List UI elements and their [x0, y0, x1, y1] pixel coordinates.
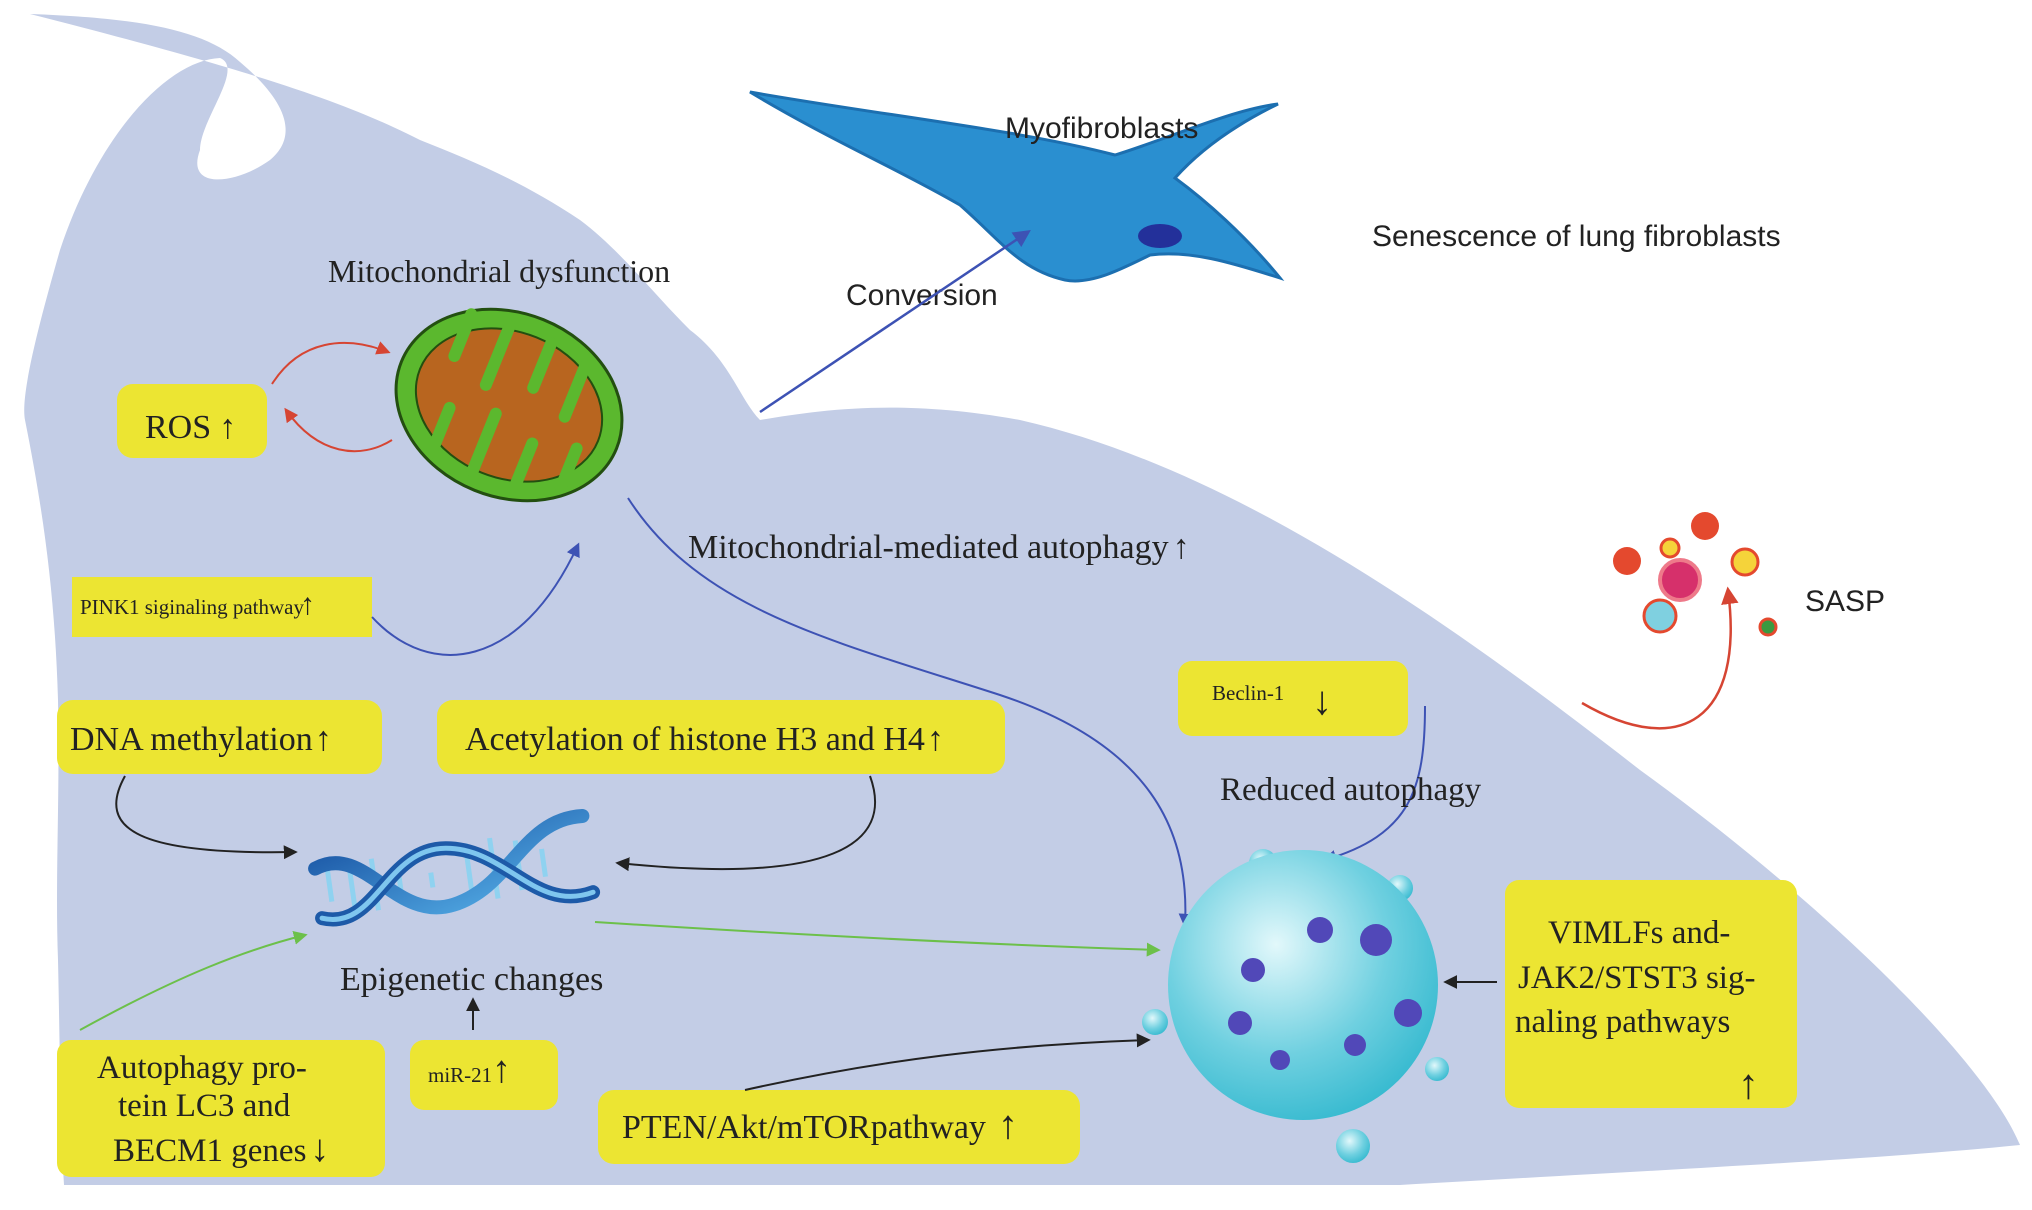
mir21-up-arrow: ↑	[492, 1049, 511, 1091]
lc3-becm1-box	[57, 1040, 385, 1177]
pten-arrow	[744, 1033, 1151, 1091]
mitochondrion-icon	[394, 307, 624, 503]
ros-cycle-arrow-bottom	[284, 407, 393, 453]
dna-methylation-box	[57, 700, 382, 774]
sasp-particle	[1691, 512, 1719, 540]
dna-helix-icon	[308, 808, 601, 927]
reduced-autophagy-label: Reduced autophagy	[1220, 772, 1482, 808]
beclin-box	[1178, 661, 1408, 736]
lysosome-body	[1168, 850, 1438, 1120]
vimlfs-line2: JAK2/STST3 sig-	[1518, 960, 1755, 996]
sasp-particle	[1613, 547, 1641, 575]
lysosome-dot	[1228, 1011, 1252, 1035]
mir21-box	[410, 1040, 558, 1110]
ros-label: ROS↑	[145, 409, 236, 446]
pink1-box	[72, 577, 372, 637]
sasp-particle	[1642, 598, 1678, 634]
lysosome-dot	[1344, 1034, 1366, 1056]
acetylation-up-arrow: ↑	[927, 721, 944, 758]
dna-methylation-label: DNA methylation↑	[70, 721, 332, 758]
lc3-line1: Autophagy pro-	[97, 1050, 307, 1086]
pten-box	[598, 1090, 1080, 1164]
vimlfs-box	[1505, 880, 1797, 1108]
dna-methylation-up-arrow: ↑	[315, 721, 332, 758]
sasp-particles	[1613, 512, 1778, 637]
vesicle-bud	[1142, 1009, 1168, 1035]
lysosome-dot	[1270, 1050, 1290, 1070]
dna-methylation-arrow	[115, 775, 298, 860]
acetylation-box	[437, 700, 1005, 774]
mito-to-lysosome-arrow	[627, 497, 1193, 928]
sasp-particle	[1658, 558, 1702, 602]
vesicle-bud	[1336, 1129, 1370, 1163]
beclin-arrow	[1322, 705, 1426, 864]
sasp-label: SASP	[1805, 585, 1885, 618]
pink1-label: PINK1 siginaling pathway↑	[80, 588, 315, 621]
epigenetic-label: Epigenetic changes	[340, 961, 603, 998]
myofibroblast-cell	[749, 90, 1285, 283]
mito-autophagy-up-arrow: ↑	[1173, 529, 1190, 566]
ros-box	[117, 384, 267, 458]
sasp-particle	[1659, 537, 1681, 559]
vimlfs-up-arrow: ↑	[1738, 1062, 1759, 1108]
lysosome-dot	[1360, 924, 1392, 956]
senescence-title: Senescence of lung fibroblasts	[1372, 220, 1781, 253]
mir21-label: miR-21↑	[428, 1049, 511, 1091]
mito-autophagy-label: Mitochondrial-mediated autophagy↑	[688, 529, 1190, 566]
sasp-arrow	[1581, 586, 1739, 730]
vimlfs-line3: naling pathways	[1515, 1004, 1730, 1040]
lc3-down-arrow: ↓	[310, 1128, 329, 1170]
myofibroblast-nucleus	[1138, 224, 1182, 248]
epigenetic-to-lysosome-arrow	[594, 921, 1161, 957]
conversion-label: Conversion	[846, 279, 998, 312]
lysosome-dot	[1241, 958, 1265, 982]
mito-dysfunction-label: Mitochondrial dysfunction	[328, 253, 670, 289]
pink1-up-arrow: ↑	[300, 588, 315, 621]
pten-label: PTEN/Akt/mTORpathway↑	[622, 1102, 1018, 1147]
lc3-line2: tein LC3 and	[118, 1088, 291, 1124]
pink1-arrow	[371, 542, 580, 656]
beclin-label: Beclin-1	[1212, 681, 1284, 705]
sasp-particle	[1730, 547, 1760, 577]
pten-up-arrow: ↑	[998, 1102, 1018, 1147]
sasp-particle	[1758, 617, 1778, 637]
vesicle-bud	[1425, 1057, 1449, 1081]
lysosome-dot	[1307, 917, 1333, 943]
acetylation-label: Acetylation of histone H3 and H4↑	[465, 721, 944, 758]
lysosome-dot	[1394, 999, 1422, 1027]
vimlfs-line1: VIMLFs and-	[1548, 915, 1730, 951]
myofibroblasts-label: Myofibroblasts	[1005, 112, 1198, 145]
autophagosome-icon	[1142, 849, 1449, 1163]
acetylation-arrow	[615, 775, 876, 872]
ros-cycle-arrow-top	[271, 341, 391, 385]
beclin-down-arrow: ↓	[1312, 678, 1332, 723]
lc3-line3: BECM1 genes↓	[113, 1128, 329, 1170]
conversion-arrow	[759, 230, 1031, 414]
lc3-to-dna-arrow	[79, 930, 308, 1031]
ros-up-arrow: ↑	[219, 409, 236, 446]
